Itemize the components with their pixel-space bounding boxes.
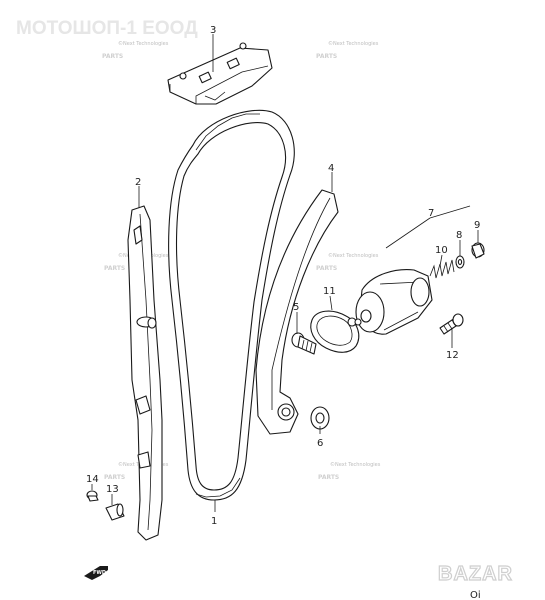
part-14-bolt bbox=[86, 490, 99, 502]
svg-text:PARTS: PARTS bbox=[316, 265, 337, 272]
part-7-tensioner-body bbox=[354, 269, 433, 335]
part-2-chain-guide bbox=[127, 205, 163, 541]
svg-text:BAZAR: BAZAR bbox=[438, 563, 513, 585]
callout-5: 5 bbox=[293, 302, 299, 313]
callout-12: 12 bbox=[446, 350, 459, 361]
callout-6: 6 bbox=[317, 438, 323, 449]
part-12-bolt bbox=[439, 313, 464, 335]
svg-text:PARTS: PARTS bbox=[318, 474, 339, 481]
part-4-tensioner-arm bbox=[255, 189, 339, 435]
svg-text:PARTS: PARTS bbox=[104, 265, 125, 272]
callout-13: 13 bbox=[106, 484, 119, 495]
callout-14: 14 bbox=[86, 474, 99, 485]
svg-text:©Next Technologies: ©Next Technologies bbox=[328, 40, 379, 47]
callout-1: 1 bbox=[211, 516, 217, 527]
watermark-4: ©Next Technologies PARTS bbox=[316, 252, 379, 272]
svg-text:©Next Technologies: ©Next Technologies bbox=[118, 40, 169, 47]
callout-7: 7 bbox=[428, 208, 434, 219]
callout-4: 4 bbox=[328, 163, 334, 174]
svg-text:FWD: FWD bbox=[93, 570, 106, 576]
part-13-pin bbox=[105, 503, 125, 521]
svg-text:PARTS: PARTS bbox=[102, 53, 123, 60]
shop-watermark: МОТОШОП-1 ЕООД bbox=[16, 18, 198, 39]
part-3-top-guide bbox=[167, 42, 273, 105]
watermark-6: ©Next Technologies PARTS bbox=[318, 461, 381, 481]
part-5-bolt bbox=[291, 332, 317, 355]
part-1-cam-chain bbox=[168, 109, 295, 501]
part-11-gasket bbox=[310, 310, 360, 353]
watermark-1: ©Next Technologies PARTS bbox=[102, 40, 169, 60]
svg-text:©Next Technologies: ©Next Technologies bbox=[328, 252, 379, 259]
callout-11: 11 bbox=[323, 286, 336, 297]
callout-labels: 3 2 4 1 5 6 7 8 9 10 11 12 13 14 bbox=[86, 25, 480, 527]
bazar-watermark: BAZAR bbox=[437, 562, 513, 585]
part-9-cap-bolt bbox=[471, 242, 485, 259]
svg-text:PARTS: PARTS bbox=[104, 474, 125, 481]
callout-9: 9 bbox=[474, 220, 480, 231]
callout-8: 8 bbox=[456, 230, 462, 241]
part-10-spring bbox=[429, 259, 455, 279]
svg-text:©Next Technologies: ©Next Technologies bbox=[330, 461, 381, 468]
svg-text:PARTS: PARTS bbox=[316, 53, 337, 60]
callout-10: 10 bbox=[435, 245, 448, 256]
part-6-washer bbox=[310, 406, 330, 430]
leader-lines bbox=[91, 34, 479, 512]
forward-arrow-icon: FWD bbox=[84, 566, 108, 580]
bottom-partial-text: Oi bbox=[470, 590, 481, 600]
part-8-washer bbox=[455, 255, 465, 269]
callout-2: 2 bbox=[135, 177, 141, 188]
callout-3: 3 bbox=[210, 25, 216, 36]
watermark-2: ©Next Technologies PARTS bbox=[316, 40, 379, 60]
